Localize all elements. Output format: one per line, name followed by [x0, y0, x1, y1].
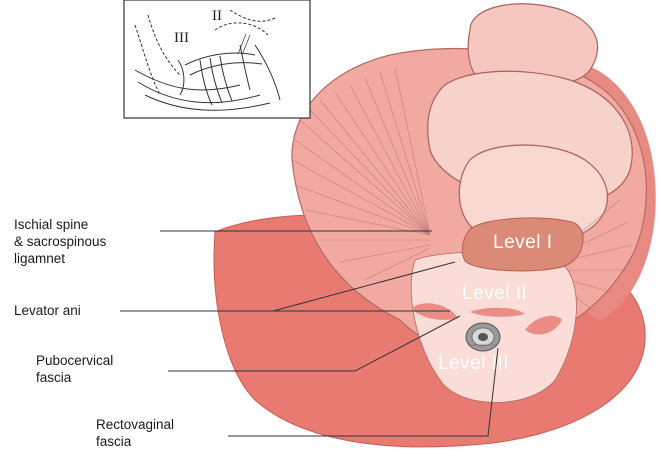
level-two-label: Level II — [462, 284, 527, 304]
urethra-ring — [466, 323, 500, 351]
level-three-label: Level III — [438, 354, 509, 374]
levator-ani-label: Levator ani — [14, 302, 81, 319]
level-one-label: Level I — [493, 233, 552, 253]
ischial-spine-label: Ischial spine & sacrospinous ligamnet — [14, 216, 106, 267]
inset-level-two-label: II — [212, 8, 222, 25]
pubocervical-fascia-label: Pubocervical fascia — [36, 352, 113, 386]
rectovaginal-fascia-label: Rectovaginal fascia — [96, 416, 174, 450]
inset-level-three-label: III — [174, 30, 189, 47]
